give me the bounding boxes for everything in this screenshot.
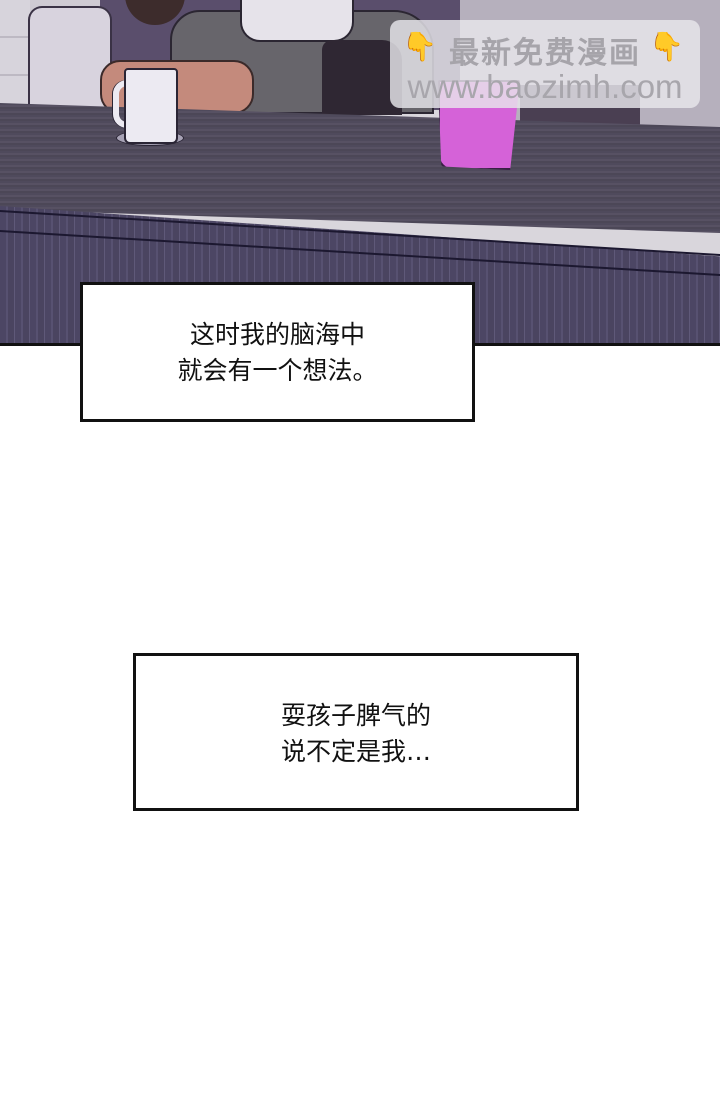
caption-box: 这时我的脑海中 就会有一个想法。 [80, 282, 475, 422]
caption-box: 耍孩子脾气的 说不定是我… [133, 653, 579, 811]
pointing-down-hand-icon: 👇 [649, 30, 684, 63]
pointing-down-hand-icon: 👇 [402, 30, 437, 63]
white-mug [124, 68, 178, 144]
wall-tiles [0, 0, 30, 110]
person-white-shirt [240, 0, 354, 42]
watermark-banner[interactable]: 👇 最新免费漫画 👇 www.baozimh.com [390, 20, 700, 108]
caption-line: 说不定是我… [280, 737, 431, 766]
watermark-title: 最新免费漫画 [449, 36, 641, 71]
watermark-url[interactable]: www.baozimh.com [407, 68, 683, 105]
caption-line: 就会有一个想法。 [177, 356, 378, 385]
caption-line: 这时我的脑海中 [189, 320, 365, 349]
caption-line: 耍孩子脾气的 [280, 701, 431, 730]
sofa-cushion [28, 6, 112, 108]
person-dark-pants [322, 40, 402, 115]
